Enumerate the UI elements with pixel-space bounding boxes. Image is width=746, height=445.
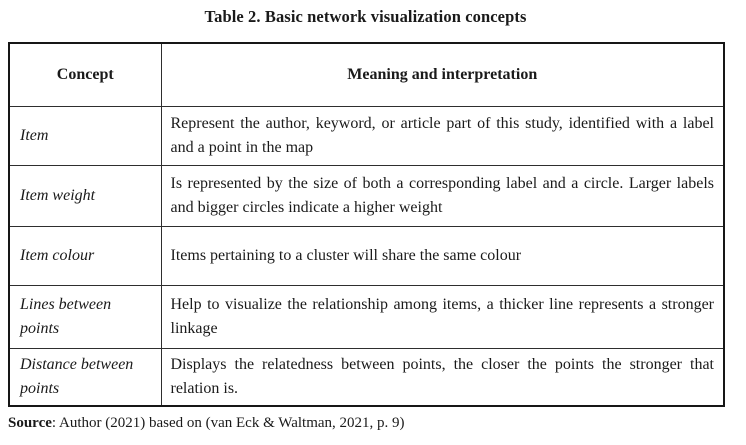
concept-cell: Distance between points: [8, 347, 162, 406]
header-row: Concept Meaning and interpretation: [8, 42, 725, 107]
concept-cell: Item weight: [8, 164, 162, 227]
table-title: Table 2. Basic network visualization con…: [204, 7, 527, 26]
meaning-cell: Items pertaining to a cluster will share…: [160, 225, 725, 286]
concept-cell: Item colour: [8, 225, 162, 286]
header-concept: Concept: [8, 42, 162, 107]
source-text: : Author (2021) based on (van Eck & Walt…: [51, 415, 405, 431]
source-note: Source: Author (2021) based on (van Eck …: [8, 414, 723, 434]
meaning-cell: Displays the relatedness between points,…: [160, 347, 725, 406]
meaning-cell: Help to visualize the relationship among…: [160, 284, 725, 349]
table-row: Item Represent the author, keyword, or a…: [8, 105, 725, 166]
table-row: Distance between points Displays the rel…: [8, 347, 725, 406]
concept-cell: Lines between points: [8, 284, 162, 349]
concept-cell: Item: [8, 105, 162, 166]
header-meaning: Meaning and interpretation: [160, 42, 725, 107]
table-row: Lines between points Help to visualize t…: [8, 284, 725, 349]
concepts-table: Concept Meaning and interpretation Item …: [8, 42, 725, 407]
table-row: Item weight Is represented by the size o…: [8, 164, 725, 227]
source-label: Source: [8, 415, 52, 431]
meaning-cell: Represent the author, keyword, or articl…: [160, 105, 725, 166]
meaning-cell: Is represented by the size of both a cor…: [160, 164, 725, 227]
table-row: Item colour Items pertaining to a cluste…: [8, 225, 725, 286]
